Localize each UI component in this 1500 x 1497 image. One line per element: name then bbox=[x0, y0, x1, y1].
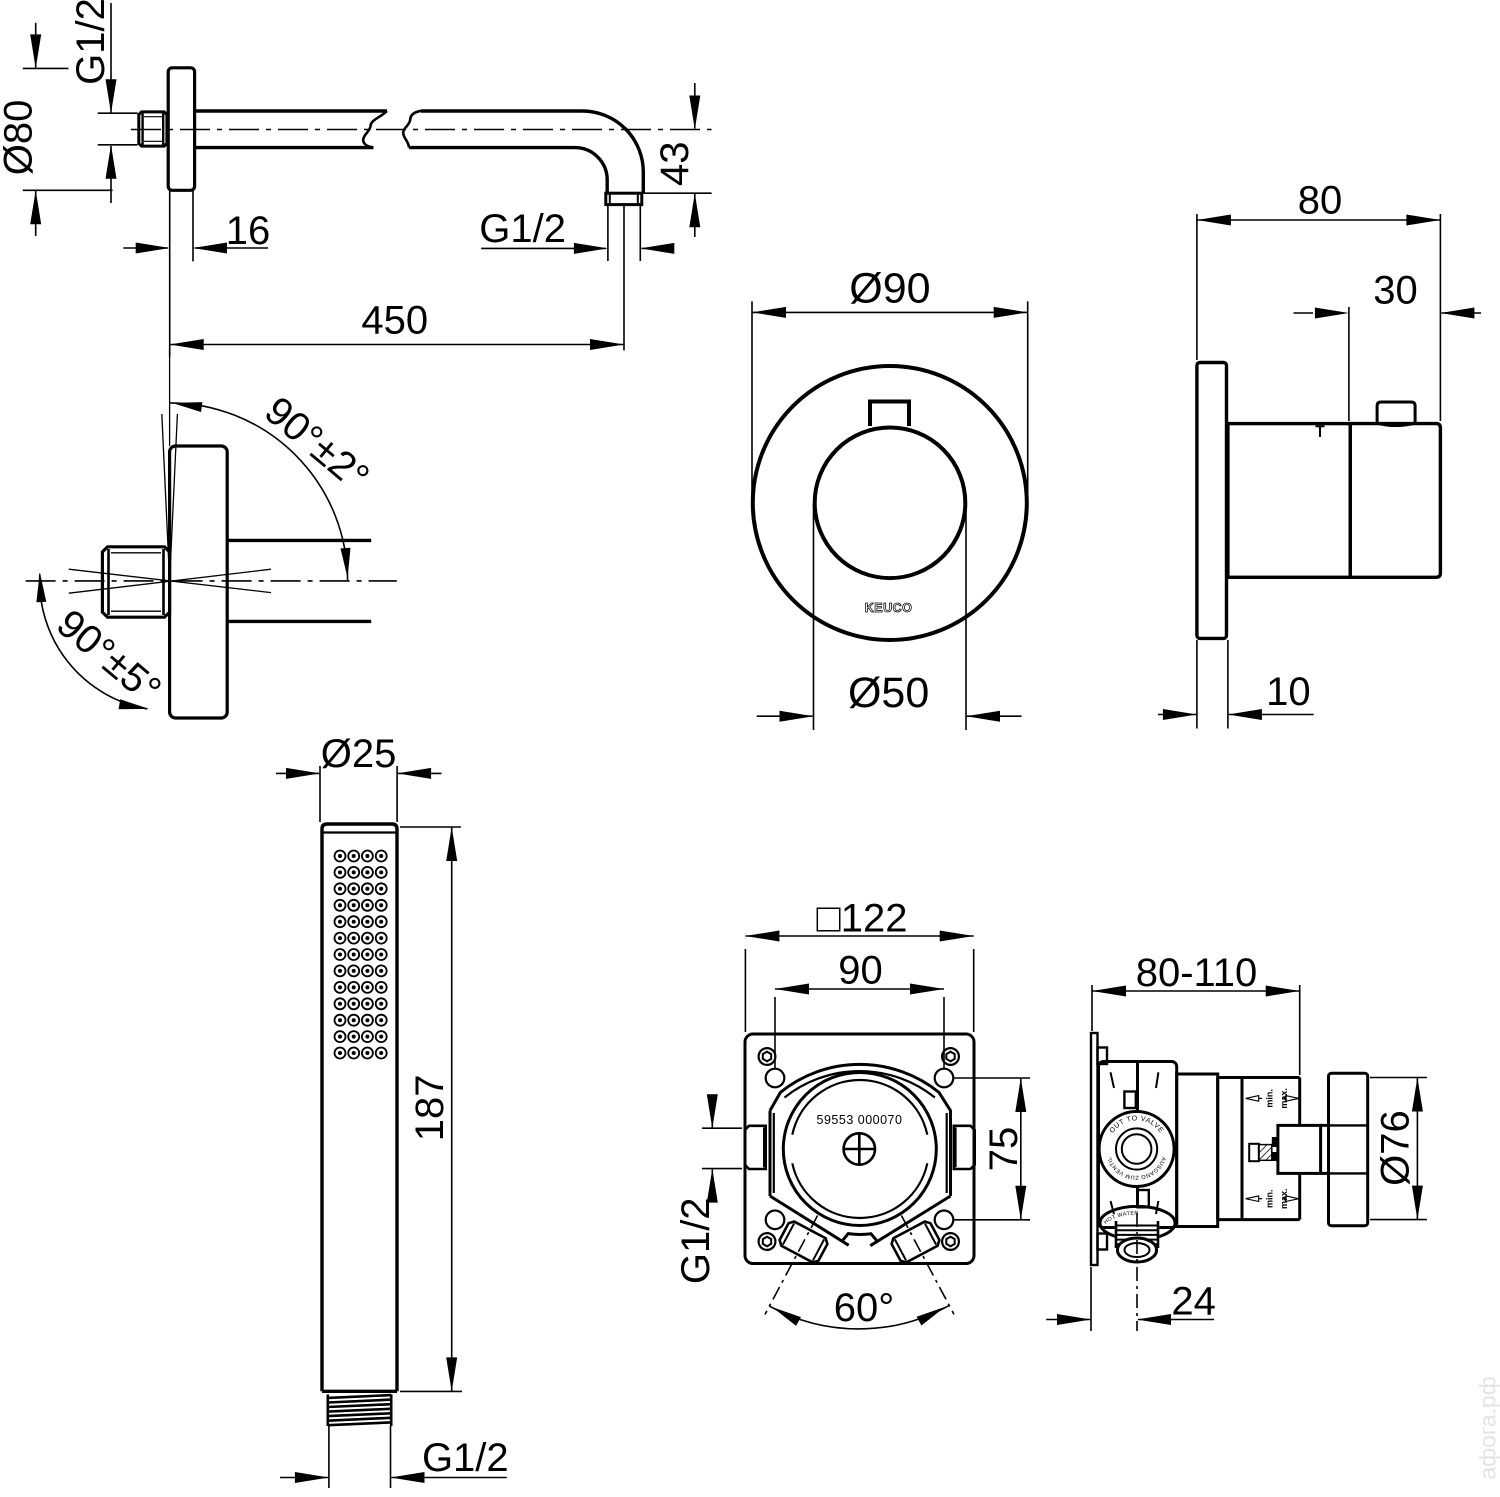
svg-text:Ø76: Ø76 bbox=[1373, 1110, 1417, 1186]
svg-text:G1/2: G1/2 bbox=[422, 1436, 509, 1480]
svg-text:KEUCO: KEUCO bbox=[865, 601, 913, 615]
svg-text:Ø50: Ø50 bbox=[848, 669, 929, 717]
svg-text:Ø25: Ø25 bbox=[321, 732, 397, 776]
svg-text:афога.рф: афога.рф bbox=[1475, 1376, 1500, 1479]
svg-text:min.: min. bbox=[1264, 1089, 1274, 1108]
svg-text:450: 450 bbox=[361, 299, 428, 343]
svg-text:59553 000070: 59553 000070 bbox=[817, 1113, 903, 1127]
svg-text:Ø80: Ø80 bbox=[0, 100, 40, 176]
svg-text:max.: max. bbox=[1279, 1088, 1289, 1109]
svg-text:G1/2: G1/2 bbox=[479, 207, 566, 251]
svg-text:□122: □122 bbox=[817, 897, 908, 941]
svg-text:10: 10 bbox=[1266, 670, 1311, 714]
svg-text:80: 80 bbox=[1298, 179, 1343, 223]
svg-text:60°: 60° bbox=[834, 1286, 895, 1330]
svg-text:187: 187 bbox=[408, 1075, 452, 1142]
svg-text:Ø90: Ø90 bbox=[849, 264, 930, 312]
svg-text:90: 90 bbox=[838, 949, 883, 993]
svg-text:30: 30 bbox=[1373, 269, 1418, 313]
svg-text:max.: max. bbox=[1279, 1188, 1289, 1209]
svg-text:80-110: 80-110 bbox=[1136, 951, 1258, 995]
svg-text:75: 75 bbox=[982, 1127, 1026, 1172]
svg-text:16: 16 bbox=[226, 209, 271, 253]
svg-text:43: 43 bbox=[653, 142, 697, 187]
svg-text:G1/2: G1/2 bbox=[674, 1197, 718, 1284]
svg-text:24: 24 bbox=[1171, 1279, 1216, 1323]
svg-text:G1/2: G1/2 bbox=[69, 0, 113, 85]
svg-text:min.: min. bbox=[1264, 1189, 1274, 1208]
